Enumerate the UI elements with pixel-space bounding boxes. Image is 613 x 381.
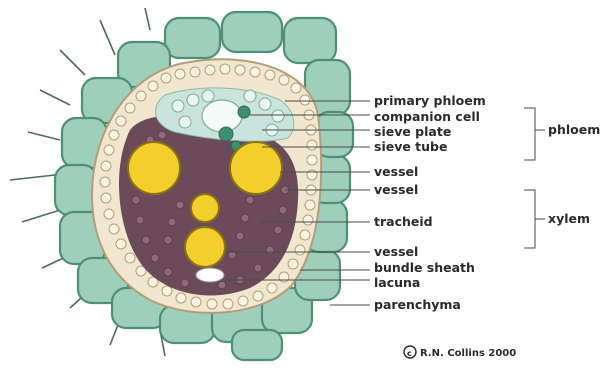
label-primary-phloem: primary phloem bbox=[374, 93, 486, 108]
copyright: c R.N. Collins 2000 bbox=[404, 346, 516, 359]
label-sieve-tube: sieve tube bbox=[374, 139, 447, 154]
label-sieve-plate: sieve plate bbox=[374, 124, 451, 139]
vessel-bottom bbox=[185, 227, 225, 267]
copyright-symbol: c bbox=[407, 349, 412, 358]
vessel-small bbox=[191, 194, 219, 222]
label-vessel-2: vessel bbox=[374, 182, 418, 197]
label-parenchyma: parenchyma bbox=[374, 297, 461, 312]
group-label-xylem: xylem bbox=[548, 211, 590, 226]
label-companion-cell: companion cell bbox=[374, 109, 480, 124]
vessel-right bbox=[230, 142, 282, 194]
sieve-tube-cell bbox=[202, 100, 242, 132]
label-bundle-sheath: bundle sheath bbox=[374, 260, 475, 275]
copyright-text: R.N. Collins 2000 bbox=[420, 348, 516, 359]
label-vessel-1: vessel bbox=[374, 164, 418, 179]
label-lacuna: lacuna bbox=[374, 275, 420, 290]
group-label-phloem: phloem bbox=[548, 122, 600, 137]
lacuna bbox=[196, 268, 224, 282]
vessel-left bbox=[128, 142, 180, 194]
labels: primary phloem companion cell sieve plat… bbox=[374, 93, 600, 312]
label-vessel-3: vessel bbox=[374, 244, 418, 259]
label-tracheid: tracheid bbox=[374, 214, 433, 229]
